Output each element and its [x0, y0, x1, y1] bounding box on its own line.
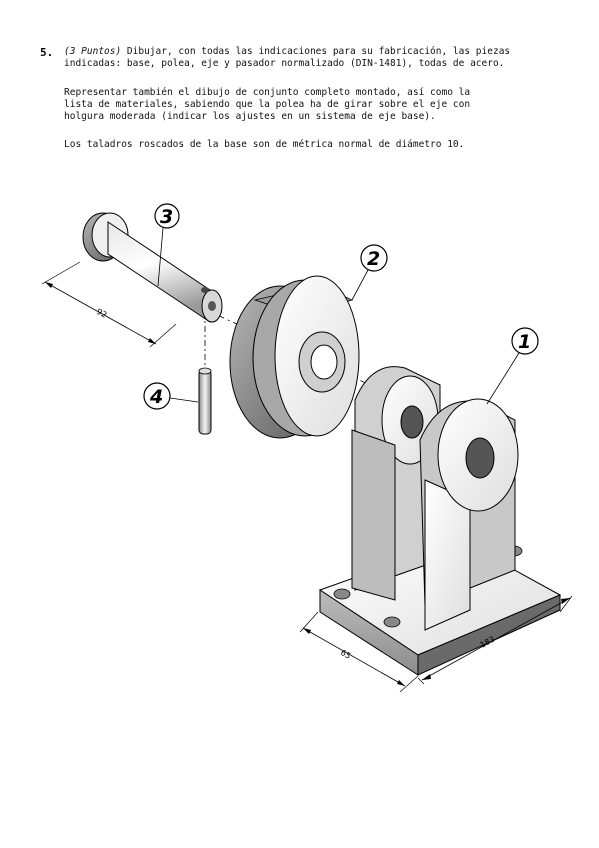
shaft-part-3 — [82, 212, 223, 323]
base-part-1 — [318, 366, 562, 676]
statement-line-1: Dibujar, con todas las indicaciones para… — [121, 46, 511, 57]
pulley-part-2 — [229, 275, 360, 439]
label-part-1: 1 — [518, 331, 531, 353]
thread-note: Los taladros roscados de la base son de … — [64, 139, 465, 150]
points-label: (3 Puntos) — [64, 46, 122, 57]
assembly-instructions: Representar también el dibujo de conjunt… — [64, 87, 584, 123]
base-width-dimension: 65 — [299, 611, 419, 693]
statement-line-2: indicadas: base, polea, eje y pasador no… — [64, 58, 505, 69]
label-part-4: 4 — [149, 386, 163, 408]
instructions-line-2: lista de materiales, sabiendo que la pol… — [64, 99, 471, 110]
question-number: 5. — [40, 46, 54, 59]
balloon-3: 3 — [154, 203, 180, 287]
instructions-line-3: holgura moderada (indicar los ajustes en… — [64, 111, 436, 122]
label-part-3: 3 — [160, 206, 173, 228]
instructions-line-1: Representar también el dibujo de conjunt… — [64, 87, 471, 98]
base-length-dimension: 183 — [417, 595, 573, 685]
balloon-2: 2 — [351, 244, 388, 301]
question-statement: (3 Puntos) Dibujar, con todas las indica… — [64, 46, 584, 70]
pin-part-4 — [198, 367, 212, 435]
balloon-1: 1 — [486, 327, 539, 405]
shaft-length-dimension: 92 — [41, 261, 177, 348]
label-part-2: 2 — [367, 248, 380, 270]
exploded-isometric-drawing: 92 — [41, 203, 573, 693]
balloon-4: 4 — [143, 382, 199, 410]
dim-shaft-length: 92 — [95, 307, 108, 320]
dim-base-width: 65 — [339, 648, 352, 661]
